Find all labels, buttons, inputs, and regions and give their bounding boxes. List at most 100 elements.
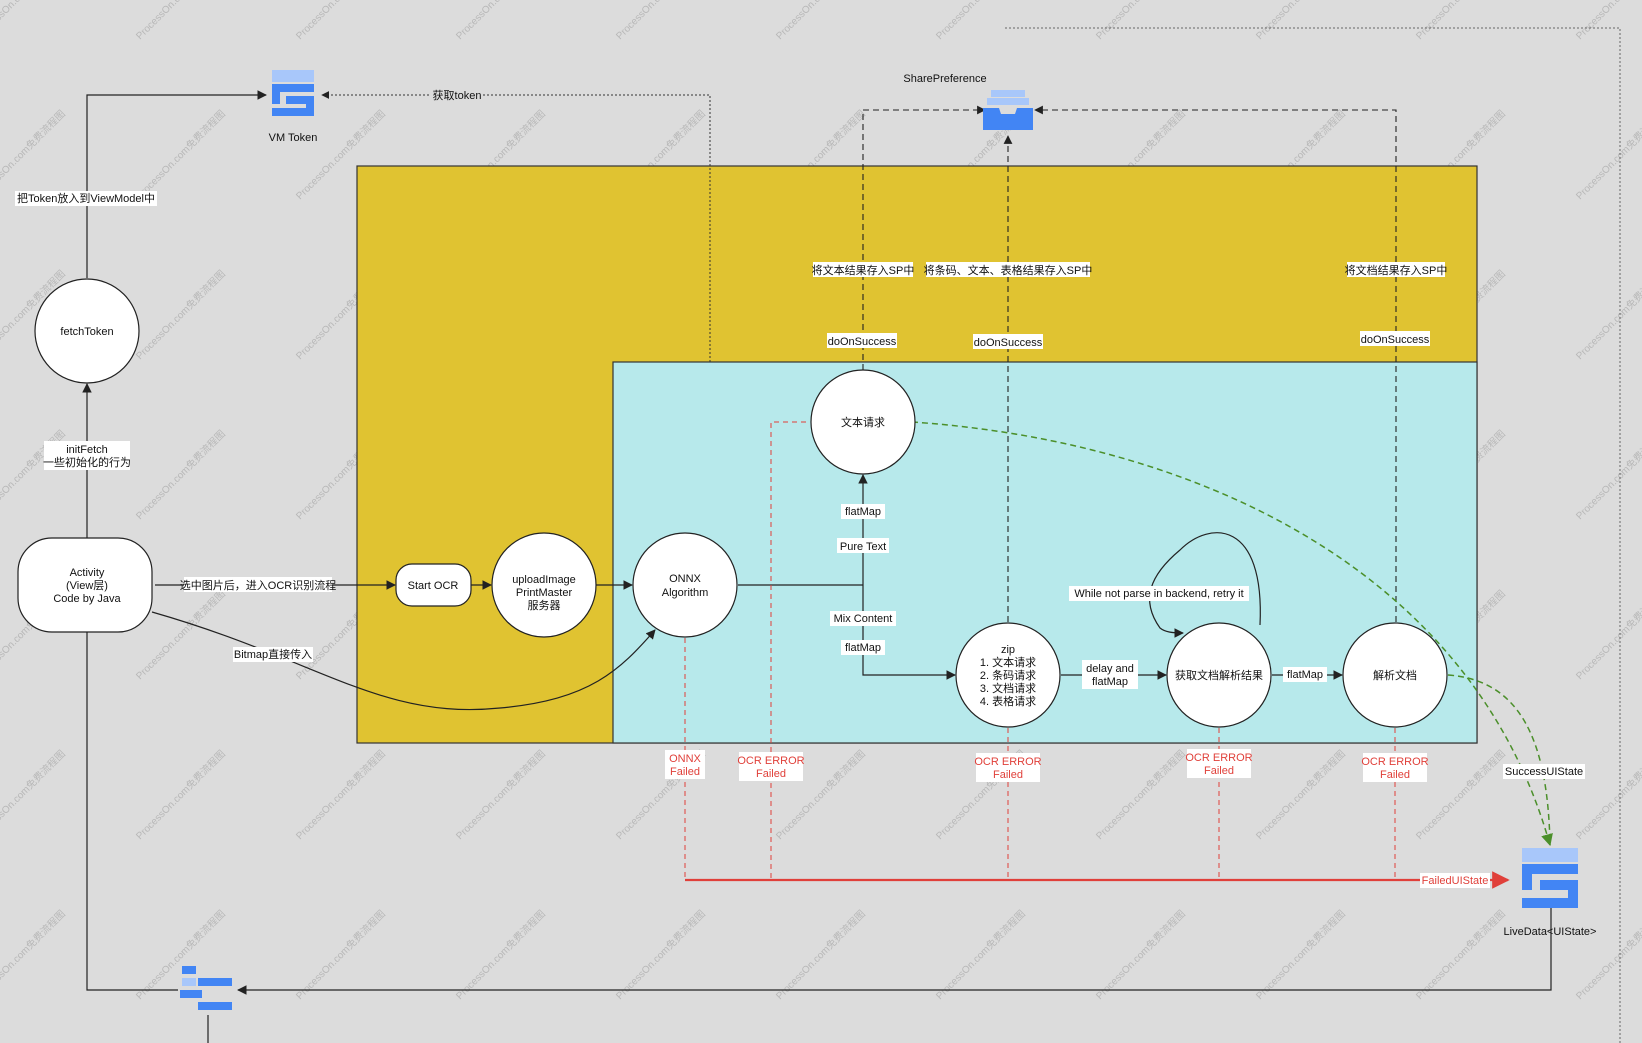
- edge-save-doc-sp: [1034, 105, 1397, 622]
- node-zip[interactable]: zip 1. 文本请求 2. 条码请求 3. 文档请求 4. 表格请求: [955, 622, 1061, 728]
- node-zip-line5: 4. 表格请求: [980, 694, 1036, 708]
- watermark-text: ProcessOn.com免费流程图: [1413, 907, 1508, 1002]
- watermark-text: ProcessOn.com免费流程图: [0, 907, 68, 1002]
- watermark-text: ProcessOn.com免费流程图: [933, 0, 1028, 42]
- label-save-barcode-sp: 将条码、文本、表格结果存入SP中: [924, 262, 1093, 277]
- node-parse-doc-label: 解析文档: [1373, 668, 1417, 682]
- watermark-text: ProcessOn.com免费流程图: [453, 907, 548, 1002]
- label-retry: While not parse in backend, retry it: [1069, 586, 1249, 601]
- watermark-text: ProcessOn.com免费流程图: [613, 907, 708, 1002]
- livedata-label: LiveData<UIState>: [1504, 926, 1597, 938]
- node-fetch-token-label: fetchToken: [60, 326, 113, 338]
- svg-text:Failed: Failed: [1380, 769, 1410, 781]
- vm-token-label: VM Token: [269, 132, 318, 144]
- svg-text:将条码、文本、表格结果存入SP中: 将条码、文本、表格结果存入SP中: [924, 263, 1093, 277]
- node-activity[interactable]: Activity (View层) Code by Java: [17, 537, 153, 633]
- svg-text:doOnSuccess: doOnSuccess: [974, 337, 1043, 349]
- svg-text:将文档结果存入SP中: 将文档结果存入SP中: [1345, 263, 1448, 277]
- svg-text:Bitmap直接传入: Bitmap直接传入: [234, 647, 312, 661]
- svg-text:Mix Content: Mix Content: [834, 613, 893, 625]
- watermark-text: ProcessOn.com免费流程图: [1253, 0, 1348, 42]
- watermark-text: ProcessOn.com免费流程图: [613, 0, 708, 42]
- watermark-text: ProcessOn.com免费流程图: [1573, 0, 1642, 42]
- node-fetch-token[interactable]: fetchToken: [34, 278, 140, 384]
- watermark-text: ProcessOn.com免费流程图: [1093, 747, 1188, 842]
- label-flatmap-parse: flatMap: [1283, 667, 1327, 682]
- watermark-text: ProcessOn.com免费流程图: [453, 747, 548, 842]
- node-zip-line1: zip: [1001, 644, 1015, 656]
- node-start-ocr[interactable]: Start OCR: [395, 563, 472, 607]
- watermark-text: ProcessOn.com免费流程图: [293, 907, 388, 1002]
- svg-text:Failed: Failed: [670, 766, 700, 778]
- edge-retry-loop: [1149, 532, 1261, 638]
- svg-text:OCR ERROR: OCR ERROR: [1185, 752, 1252, 764]
- node-upload-image[interactable]: uploadImage PrintMaster 服务器: [491, 532, 597, 638]
- fail-line-text: [770, 421, 806, 880]
- watermark-text: ProcessOn.com免费流程图: [453, 0, 548, 42]
- node-zip-line3: 2. 条码请求: [980, 668, 1036, 682]
- svg-text:delay and: delay and: [1086, 663, 1134, 675]
- svg-text:一些初始化的行为: 一些初始化的行为: [43, 455, 131, 469]
- label-put-token: 把Token放入到ViewModel中: [15, 191, 157, 206]
- svg-text:Pure Text: Pure Text: [840, 541, 886, 553]
- svg-text:SuccessUIState: SuccessUIState: [1505, 766, 1583, 778]
- node-onnx-line2: Algorithm: [662, 587, 708, 599]
- watermark-text: ProcessOn.com免费流程图: [1413, 0, 1508, 42]
- watermark-text: ProcessOn.com免费流程图: [293, 0, 388, 42]
- svg-text:Failed: Failed: [756, 768, 786, 780]
- watermark-text: ProcessOn.com免费流程图: [1573, 747, 1642, 842]
- watermark-text: ProcessOn.com免费流程图: [133, 107, 228, 202]
- node-activity-line3: Code by Java: [53, 593, 121, 605]
- edge-success-parse: [1447, 674, 1551, 846]
- edge-label-layer: 获取token 把Token放入到ViewModel中 initFetch一些初…: [15, 88, 1585, 888]
- svg-text:获取token: 获取token: [433, 89, 482, 102]
- stacked-blocks-icon: [1522, 848, 1578, 908]
- label-flatmap-zip: flatMap: [841, 640, 885, 655]
- node-text-request[interactable]: 文本请求: [810, 369, 916, 475]
- svg-text:Failed: Failed: [993, 769, 1023, 781]
- watermark-text: ProcessOn.com免费流程图: [0, 747, 68, 842]
- watermark-text: ProcessOn.com免费流程图: [1253, 907, 1348, 1002]
- node-zip-line4: 3. 文档请求: [980, 681, 1036, 695]
- svg-text:将文本结果存入SP中: 将文本结果存入SP中: [812, 263, 915, 277]
- node-get-doc-result[interactable]: 获取文档解析结果: [1166, 622, 1272, 728]
- svg-text:flatMap: flatMap: [845, 642, 881, 654]
- svg-text:OCR ERROR: OCR ERROR: [974, 756, 1041, 768]
- svg-text:选中图片后，进入OCR识别流程: 选中图片后，进入OCR识别流程: [180, 578, 336, 592]
- label-do-on-success-2: doOnSuccess: [973, 334, 1043, 349]
- node-get-doc-result-label: 获取文档解析结果: [1175, 668, 1263, 682]
- watermark-text: ProcessOn.com免费流程图: [773, 907, 868, 1002]
- label-do-on-success-1: doOnSuccess: [827, 333, 897, 348]
- svg-text:OCR ERROR: OCR ERROR: [737, 755, 804, 767]
- label-pure-text: Pure Text: [837, 538, 889, 553]
- label-success-ui-state: SuccessUIState: [1503, 764, 1585, 779]
- watermark-text: ProcessOn.com免费流程图: [1573, 587, 1642, 682]
- node-upload-line1: uploadImage: [512, 574, 576, 586]
- share-preference-label: SharePreference: [903, 73, 986, 85]
- outer-dotted-line: [1005, 27, 1621, 1043]
- node-onnx[interactable]: ONNX Algorithm: [632, 532, 738, 638]
- watermark-text: ProcessOn.com免费流程图: [1573, 907, 1642, 1002]
- node-parse-doc[interactable]: 解析文档: [1342, 622, 1448, 728]
- stacked-blocks-icon: [272, 70, 314, 116]
- watermark-text: ProcessOn.com免费流程图: [133, 427, 228, 522]
- inbox-tray-icon: [983, 90, 1033, 130]
- svg-text:flatMap: flatMap: [845, 506, 881, 518]
- watermark-text: ProcessOn.com免费流程图: [1573, 427, 1642, 522]
- svg-text:While not parse in backend, re: While not parse in backend, retry it: [1074, 588, 1243, 600]
- node-onnx-line1: ONNX: [669, 573, 701, 585]
- node-activity-line2: (View层): [66, 579, 108, 592]
- watermark-text: ProcessOn.com免费流程图: [933, 907, 1028, 1002]
- watermark-text: ProcessOn.com免费流程图: [0, 107, 68, 202]
- node-text-request-label: 文本请求: [841, 415, 885, 429]
- label-select-image: 选中图片后，进入OCR识别流程: [180, 577, 336, 592]
- label-flatmap-text: flatMap: [841, 504, 885, 519]
- edge-save-text-sp: [862, 105, 986, 370]
- svg-text:doOnSuccess: doOnSuccess: [828, 336, 897, 348]
- watermark-text: ProcessOn.com免费流程图: [1573, 107, 1642, 202]
